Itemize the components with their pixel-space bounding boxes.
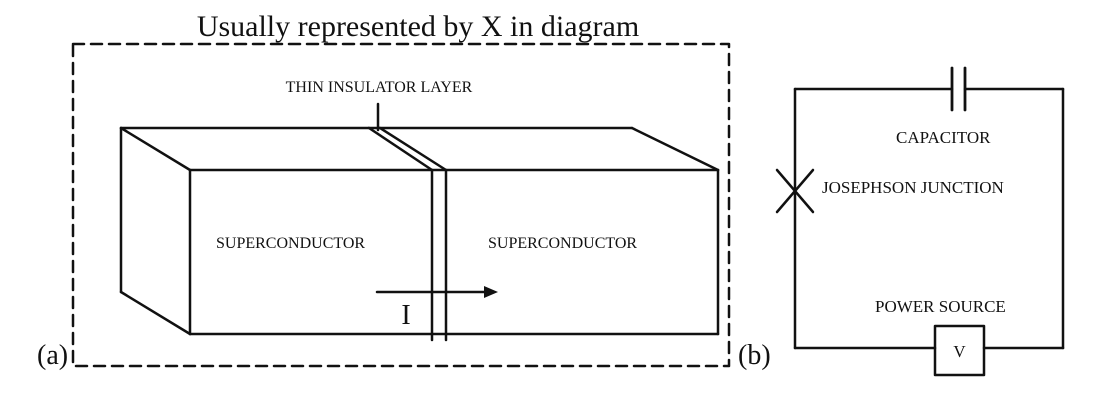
- panel-a: Usually represented by X in diagram (a) …: [37, 10, 731, 371]
- dashed-frame: [71, 42, 731, 368]
- arrow-head: [484, 286, 498, 298]
- current-label: I: [401, 300, 410, 331]
- capacitor-label: CAPACITOR: [896, 128, 991, 147]
- power-source-symbol: V: [953, 342, 966, 361]
- insulator-label: THIN INSULATOR LAYER: [286, 79, 473, 96]
- panel-b: (b) CAPACITOR JOSEPHSON JUNCTION V POWER…: [738, 66, 1065, 377]
- josephson-junction-symbol: [775, 168, 815, 214]
- panel-b-label: (b): [738, 340, 771, 371]
- left-superconductor-label: SUPERCONDUCTOR: [216, 235, 365, 252]
- junction-label: JOSEPHSON JUNCTION: [822, 178, 1004, 197]
- top-right-diagonal: [630, 126, 720, 172]
- current-arrow: [375, 286, 498, 298]
- panel-a-label: (a): [37, 340, 68, 371]
- panel-a-title: Usually represented by X in diagram: [197, 10, 639, 43]
- top-left-diagonal: [119, 126, 192, 172]
- insulator-top-line-1: [367, 126, 434, 172]
- power-source-label: POWER SOURCE: [875, 297, 1006, 316]
- junction-cross-2: [775, 168, 815, 214]
- circuit: [793, 87, 1065, 350]
- insulator-top-line-2: [378, 126, 448, 172]
- power-source-box: [933, 324, 986, 377]
- right-superconductor-label: SUPERCONDUCTOR: [488, 235, 637, 252]
- bottom-left-diagonal: [119, 290, 192, 336]
- junction-block: [119, 102, 720, 342]
- capacitor-symbol: [950, 66, 967, 112]
